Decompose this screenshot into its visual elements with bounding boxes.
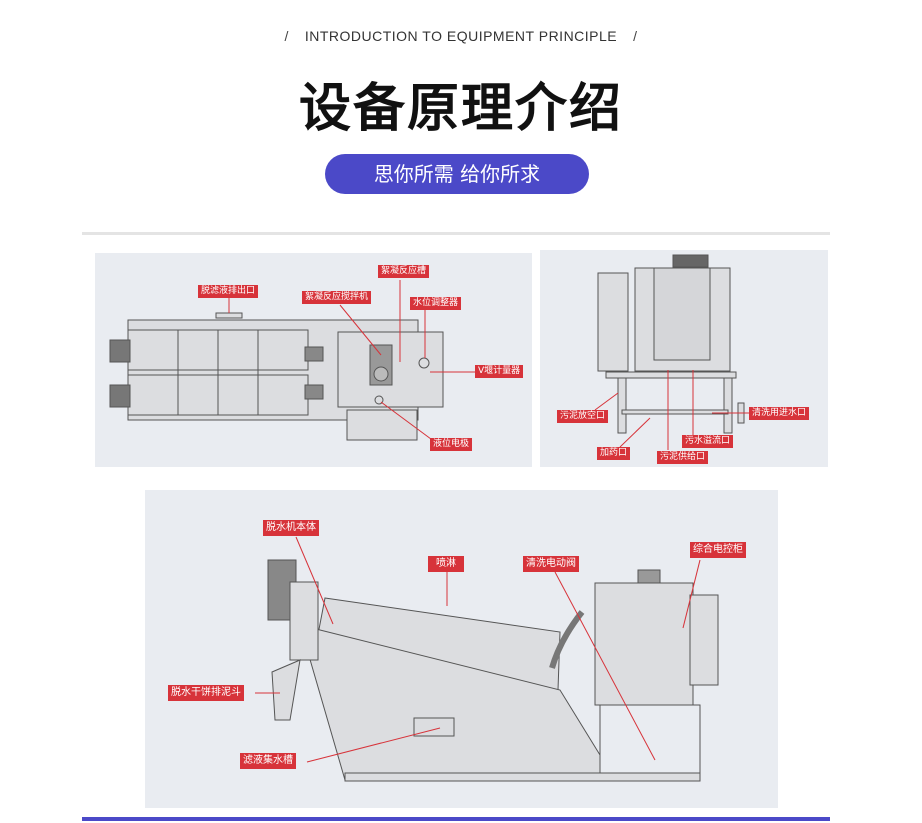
label-water-level-adjuster: 水位调整器 bbox=[410, 297, 462, 310]
label-filtrate-tank: 滤液集水槽 bbox=[240, 753, 296, 769]
label-flocculation-mixer: 絮凝反应搅拌机 bbox=[302, 291, 372, 304]
label-flocculation-tank: 絮凝反应槽 bbox=[378, 265, 430, 278]
page-title: 设备原理介绍 bbox=[298, 79, 623, 139]
label-overflow: 污水溢流口 bbox=[682, 435, 734, 448]
top-view-machine bbox=[109, 312, 444, 441]
divider-top bbox=[82, 232, 830, 235]
front-view-machine bbox=[267, 559, 719, 782]
section-subtitle: /INTRODUCTION TO EQUIPMENT PRINCIPLE/ bbox=[284, 28, 638, 44]
label-dosing-port: 加药口 bbox=[597, 447, 631, 460]
label-filtrate-outlet: 脱滤液排出口 bbox=[198, 285, 259, 298]
tagline-badge: 思你所需 给你所求 bbox=[325, 154, 589, 194]
front-view-leader-lines bbox=[255, 536, 701, 763]
side-view-machine bbox=[597, 254, 745, 434]
top-view-leader-lines bbox=[228, 280, 475, 443]
subtitle-text: INTRODUCTION TO EQUIPMENT PRINCIPLE bbox=[304, 28, 618, 44]
divider-bottom bbox=[82, 817, 830, 821]
label-spray: 喷淋 bbox=[428, 556, 464, 572]
label-wash-water-inlet: 清洗用进水口 bbox=[749, 407, 810, 420]
label-control-cabinet: 综合电控柜 bbox=[690, 542, 746, 558]
label-level-electrode: 液位电极 bbox=[430, 438, 473, 451]
label-v-weir-meter: V堰计量器 bbox=[475, 365, 524, 378]
label-wash-valve: 清洗电动阀 bbox=[523, 556, 579, 572]
label-sludge-drain: 污泥放空口 bbox=[557, 410, 609, 423]
side-view-leader-lines bbox=[594, 370, 749, 450]
label-cake-hopper: 脱水干饼排泥斗 bbox=[168, 685, 244, 701]
label-sludge-feed: 污泥供给口 bbox=[657, 451, 709, 464]
label-dewatering-body: 脱水机本体 bbox=[263, 520, 319, 536]
